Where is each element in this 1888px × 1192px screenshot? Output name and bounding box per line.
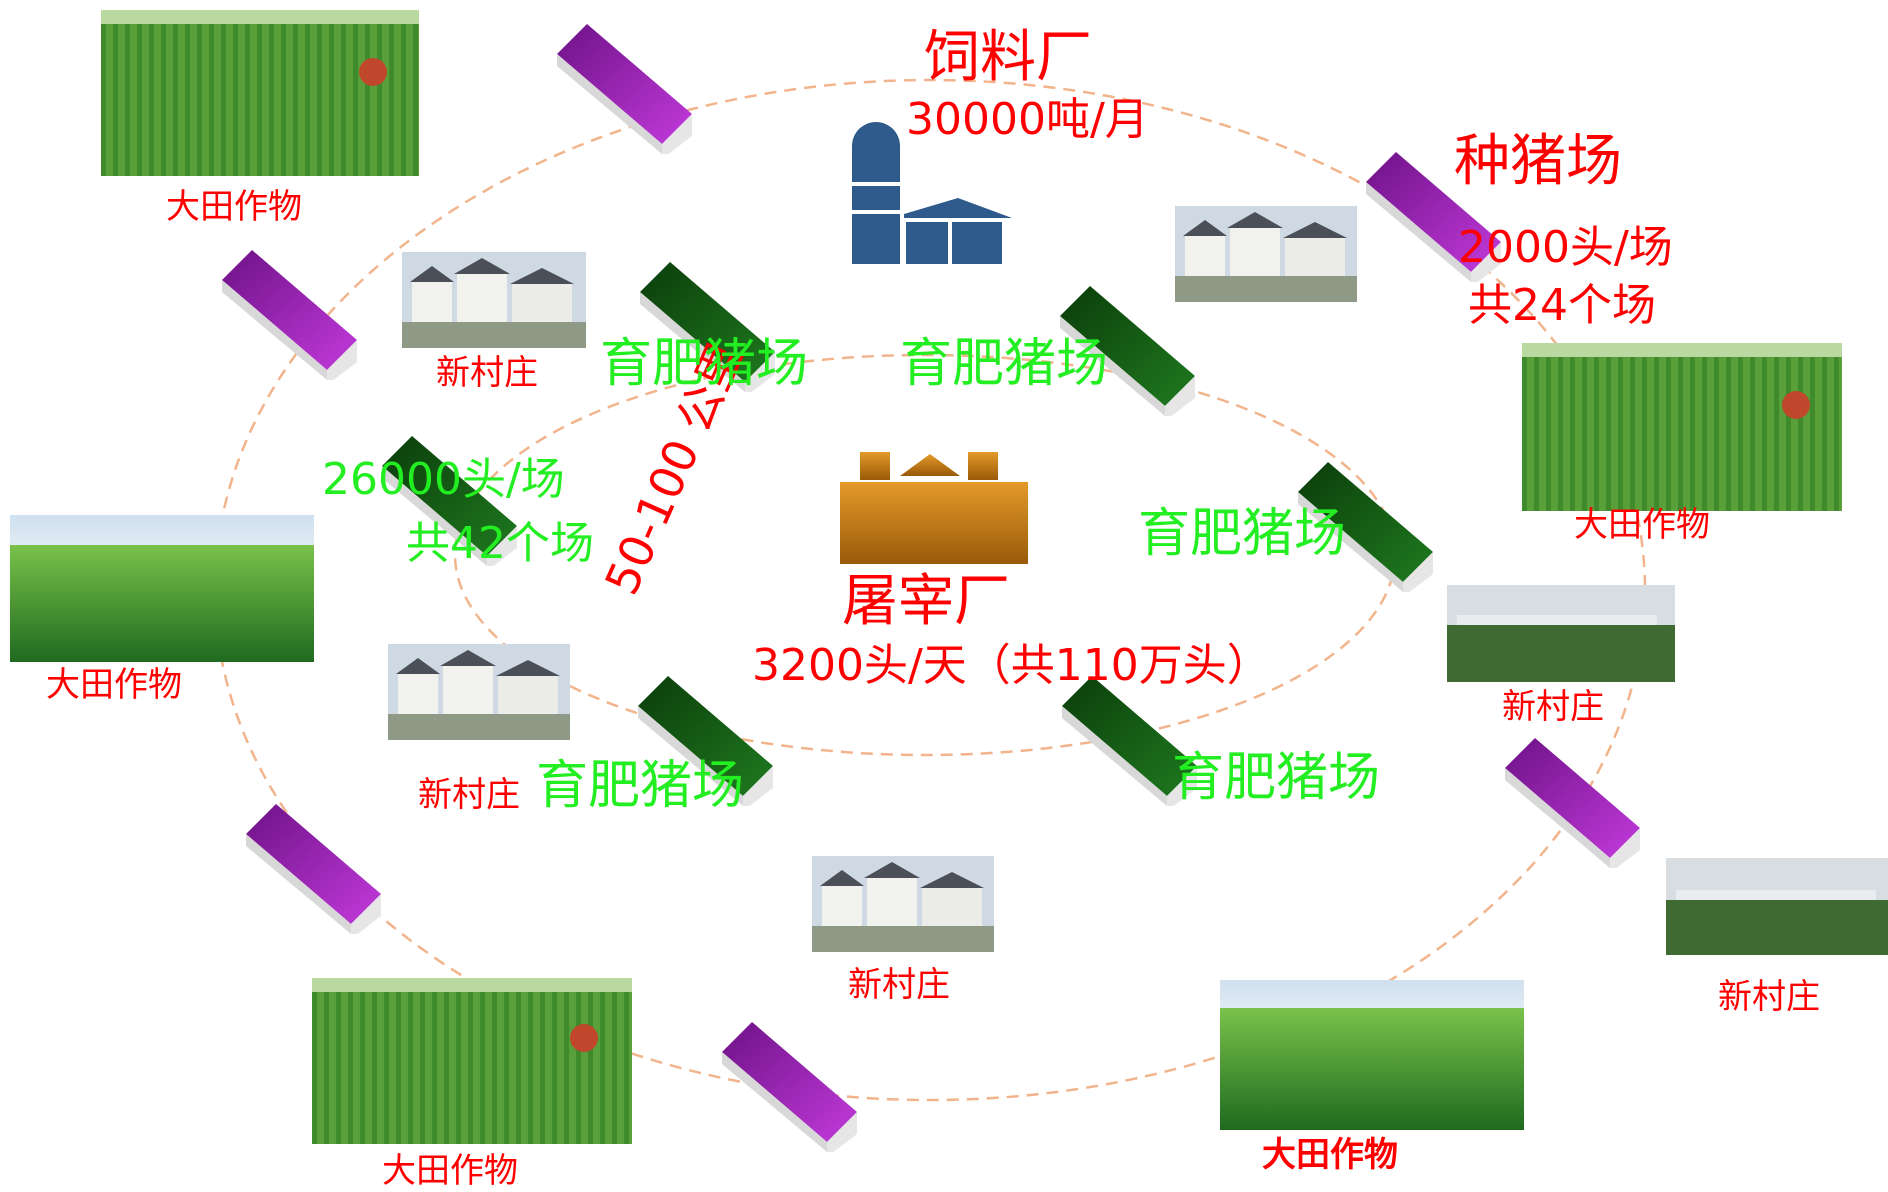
village-photo-5 [1447, 585, 1675, 682]
green-barn-icon [1298, 462, 1433, 592]
village-photo-1 [402, 252, 586, 348]
green-barn-icon [382, 436, 517, 566]
purple-barn-icon [246, 804, 381, 934]
green-barn-icon [1060, 286, 1195, 416]
feed-mill-silo-icon [852, 122, 1012, 264]
fattening-farm-label-2: 育肥猪场 [900, 334, 1109, 394]
slaughterhouse-title: 屠宰厂 [842, 569, 1010, 634]
green-barn-icon [638, 676, 773, 806]
field-caption: 大田作物 [382, 1151, 518, 1191]
purple-barn-icon [557, 24, 692, 154]
field-photo-bottom-left [312, 978, 632, 1144]
purple-barn-icon [1505, 738, 1640, 868]
purple-barn-icon [1366, 152, 1501, 282]
village-caption: 新村庄 [1502, 687, 1604, 727]
field-caption: 大田作物 [166, 187, 302, 227]
village-photo-2 [1175, 206, 1357, 302]
breeding-farm-title: 种猪场 [1454, 129, 1622, 194]
slaughterhouse-icon [840, 452, 1028, 564]
field-photo-left [10, 515, 314, 662]
green-barn-icon [1062, 676, 1197, 806]
fattening-farm-label-3: 育肥猪场 [1138, 504, 1347, 564]
fattening-per-farm: 26000头/场 [322, 454, 565, 505]
village-caption: 新村庄 [418, 775, 520, 815]
field-photo-bottom-right [1220, 980, 1524, 1130]
breeding-farm-per-farm: 2000头/场 [1458, 222, 1673, 273]
fattening-farm-label-4: 育肥猪场 [536, 756, 745, 816]
village-photo-6 [1666, 858, 1888, 955]
purple-barn-icon [722, 1022, 857, 1152]
purple-barn-icon [222, 250, 357, 380]
village-caption: 新村庄 [436, 353, 538, 393]
feed-mill-title: 饲料厂 [924, 25, 1092, 90]
fattening-farm-label-1: 育肥猪场 [600, 334, 809, 394]
field-caption: 大田作物 [1262, 1135, 1398, 1175]
field-caption: 大田作物 [1574, 505, 1710, 545]
field-caption: 大田作物 [46, 665, 182, 705]
village-caption: 新村庄 [1718, 977, 1820, 1017]
breeding-farm-count: 共24个场 [1468, 280, 1656, 331]
village-photo-4 [812, 856, 994, 952]
village-caption: 新村庄 [848, 965, 950, 1005]
field-photo-top-left [101, 10, 419, 176]
fattening-farm-label-5: 育肥猪场 [1172, 748, 1381, 808]
village-photo-3 [388, 644, 570, 740]
fattening-count: 共42个场 [406, 518, 594, 569]
slaughterhouse-capacity: 3200头/天（共110万头） [752, 640, 1271, 691]
green-barn-icon [640, 262, 775, 392]
feed-mill-capacity: 30000吨/月 [906, 94, 1149, 145]
field-photo-right [1522, 343, 1842, 511]
